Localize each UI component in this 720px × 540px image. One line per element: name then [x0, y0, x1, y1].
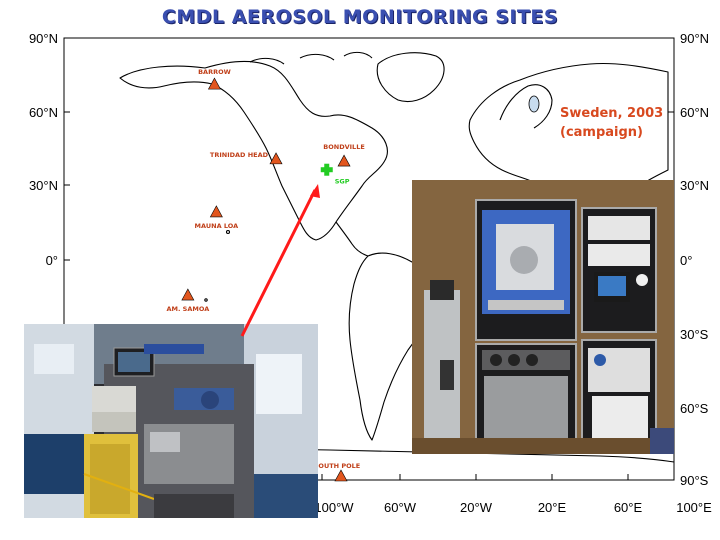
site-label: AM. SAMOA	[166, 305, 209, 313]
lon-label: 100°W	[314, 500, 354, 515]
lat-label: 90°S	[680, 473, 709, 488]
site-markers	[181, 77, 351, 482]
lat-label: 0°	[46, 253, 58, 268]
lon-label: 20°E	[538, 500, 567, 515]
lat-label: 90°N	[680, 31, 709, 46]
lat-label: 60°N	[29, 105, 58, 120]
sweden-campaign-marker	[528, 95, 540, 113]
site-marker-triangle	[334, 469, 348, 482]
site-marker-triangle	[181, 288, 195, 301]
site-label: MAUNA LOA	[195, 222, 239, 230]
lon-label: 60°W	[384, 500, 417, 515]
site-labels: BARROW TRINIDAD HEAD BONDVILLE MAUNA LOA AM.…	[166, 68, 364, 470]
sgp-aircraft-site-marker	[320, 163, 333, 176]
site-label: TRINIDAD HEAD	[210, 151, 269, 159]
map-frame	[63, 37, 675, 481]
ground-station-instrument-racks-photo	[412, 180, 674, 454]
longitude-labels: 100°W 60°W 20°W 20°E 60°E 100°E	[314, 500, 712, 515]
site-label: BONDVILLE	[323, 143, 365, 151]
site-marker-triangle	[337, 154, 351, 167]
site-label: SOUTH POLE	[314, 462, 361, 470]
campaign-label-line1: Sweden, 2003	[560, 106, 663, 121]
site-label: BARROW	[198, 68, 231, 76]
map-title: CMDL AEROSOL MONITORING SITES	[161, 6, 559, 28]
lat-label: 60°S	[680, 401, 709, 416]
lon-label: 100°E	[676, 500, 712, 515]
lat-label: 30°S	[680, 327, 709, 342]
site-marker-triangle	[209, 205, 223, 218]
campaign-label-line2: (campaign)	[560, 125, 643, 140]
site-label: SGP	[335, 178, 350, 186]
lat-label: 60°N	[680, 105, 709, 120]
lon-label: 20°W	[460, 500, 493, 515]
site-marker-triangle	[269, 152, 283, 165]
lat-label: 30°N	[29, 178, 58, 193]
lat-label: 0°	[680, 253, 692, 268]
latitude-labels-right: 90°N 60°N 30°N 0° 30°S 60°S 90°S	[680, 31, 709, 488]
lon-label: 60°E	[614, 500, 643, 515]
lat-label: 90°N	[29, 31, 58, 46]
aircraft-instrument-rack-photo	[24, 324, 318, 518]
lat-label: 30°N	[680, 178, 709, 193]
site-marker-triangle	[207, 77, 221, 90]
